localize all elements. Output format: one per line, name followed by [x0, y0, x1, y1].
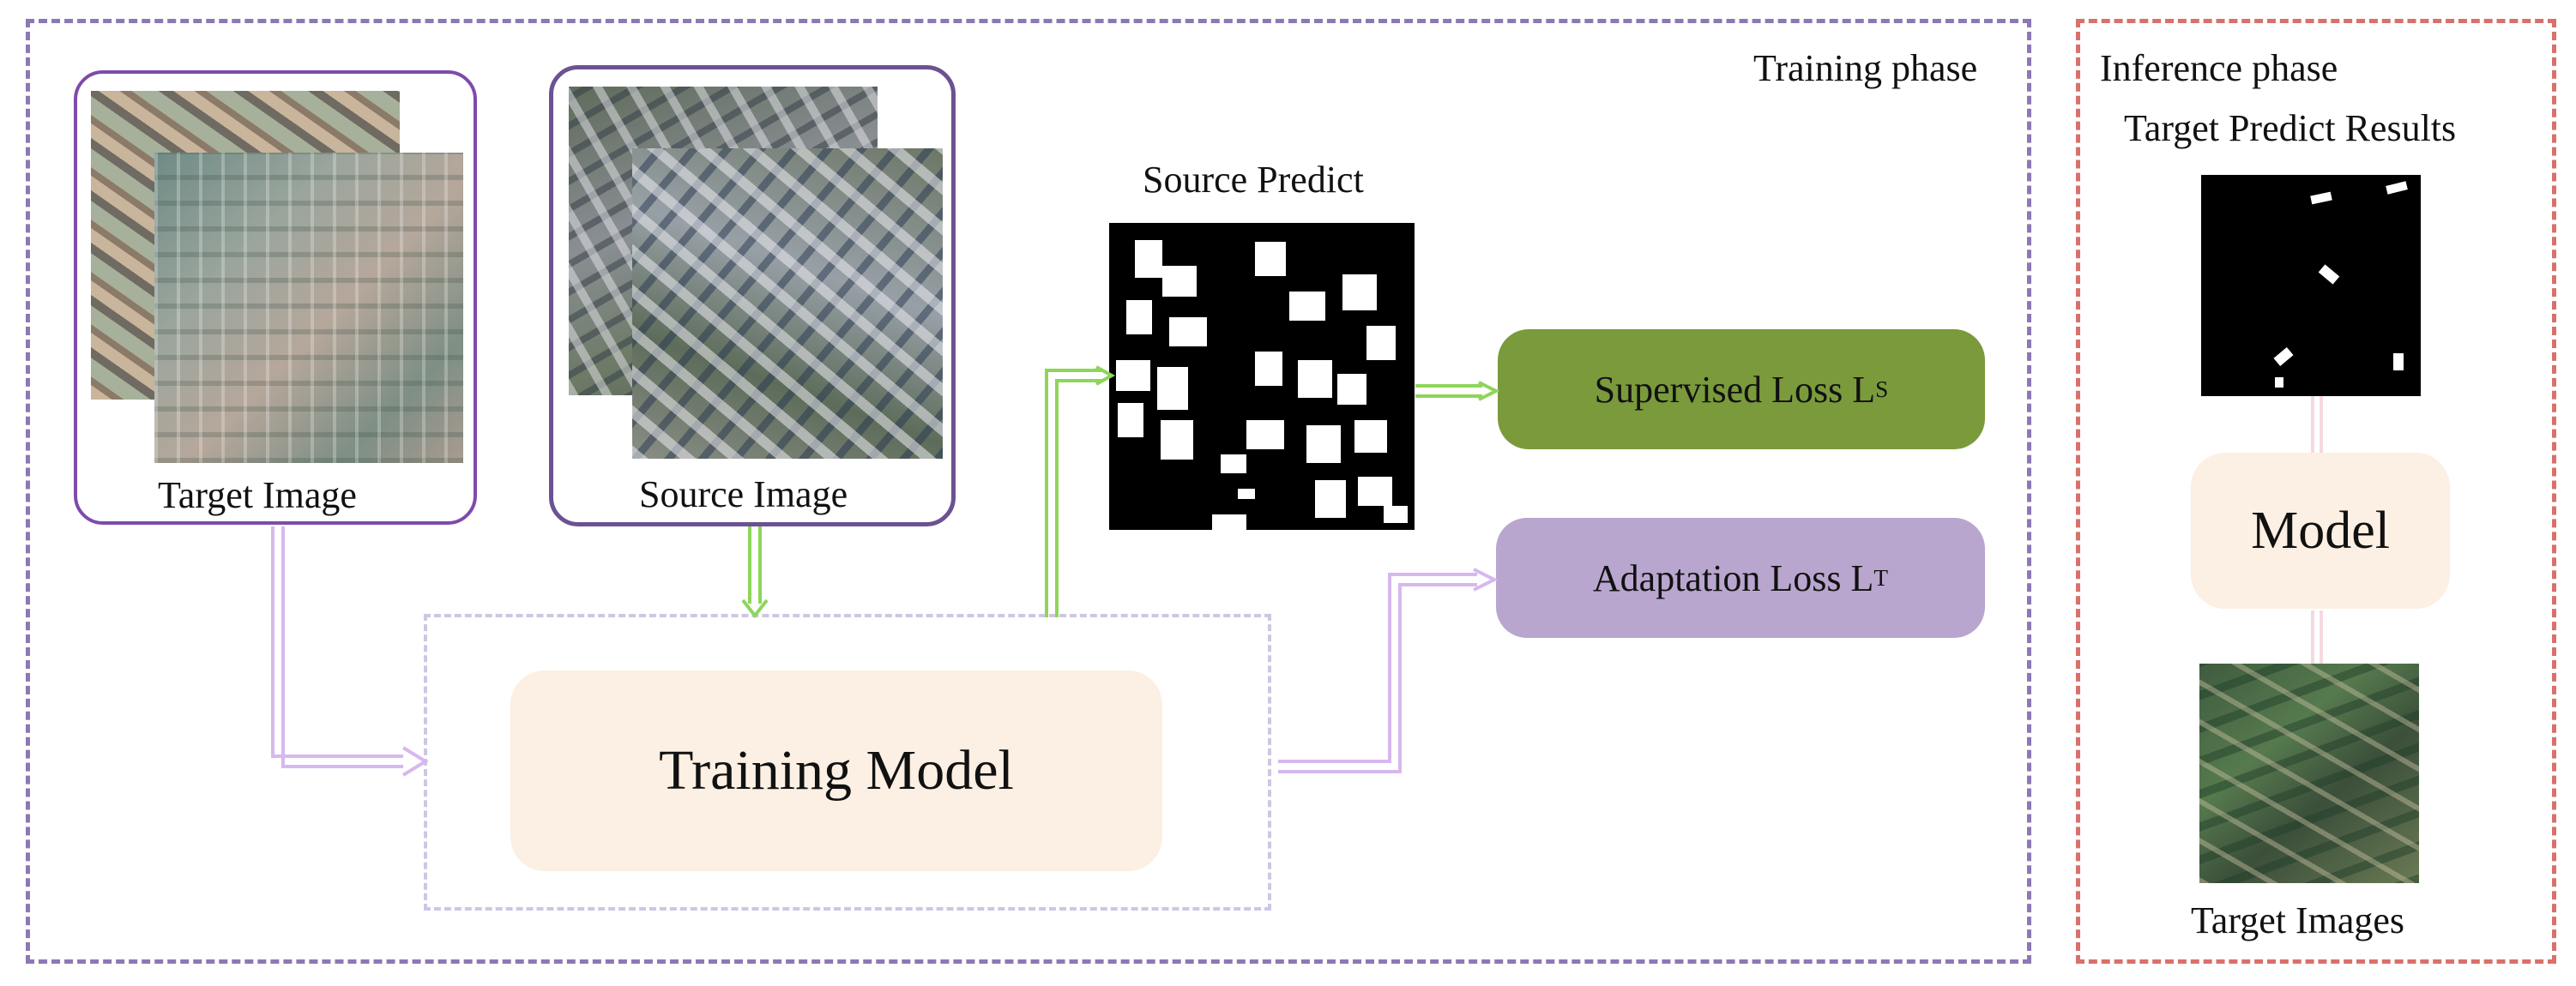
training-model-label: Training Model [659, 739, 1014, 802]
source-image-label: Source Image [639, 473, 848, 515]
supervised-loss-text: Supervised Loss L [1594, 368, 1876, 411]
target-image-frame: Target Image [74, 70, 477, 525]
training-phase-panel [26, 19, 2031, 964]
inference-mask-shapes [2273, 181, 2408, 388]
supervised-loss-superscript: S [1875, 376, 1889, 402]
source-predict-mask [1109, 223, 1415, 530]
target-image-front [154, 153, 463, 463]
inference-images-label: Target Images [2191, 899, 2405, 941]
adaptation-arrowhead [1473, 568, 1499, 592]
inference-result-mask [2201, 175, 2421, 396]
inference-target-image [2199, 664, 2419, 883]
inference-model-label: Model [2251, 501, 2390, 560]
target-to-model-arrow [271, 526, 403, 768]
target-image-label: Target Image [158, 474, 357, 516]
source-arrowhead [741, 598, 769, 619]
source-to-model-arrow [748, 526, 762, 604]
inference-model-box: Model [2191, 453, 2450, 609]
predict-to-supervised-arrow [1415, 384, 1482, 398]
adaptation-loss-text: Adaptation Loss L [1592, 556, 1874, 599]
predict-arrowhead [1095, 365, 1116, 386]
inference-phase-panel [2076, 19, 2556, 964]
model-to-adaptation-arrow [1278, 573, 1477, 773]
training-model-box: Training Model [510, 670, 1162, 871]
source-predict-label: Source Predict [1143, 159, 1364, 201]
target-arrowhead [401, 746, 429, 777]
adaptation-loss-superscript: T [1873, 564, 1889, 591]
source-image-frame: Source Image [549, 65, 956, 526]
building-mask-shapes [1116, 240, 1408, 530]
model-to-predict-arrow [1045, 369, 1101, 617]
inference-results-label: Target Predict Results [2124, 107, 2457, 149]
training-phase-title: Training phase [1753, 47, 1978, 89]
supervised-arrowhead [1478, 381, 1500, 401]
inference-phase-title: Inference phase [2100, 47, 2338, 89]
inference-arrows [2311, 396, 2323, 664]
source-image-front [632, 148, 943, 459]
